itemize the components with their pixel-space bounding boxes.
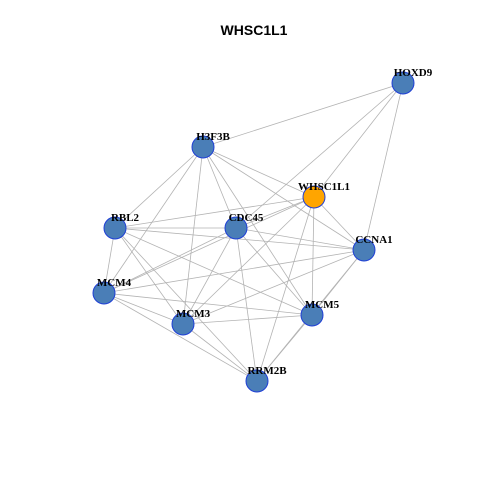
- node-label-ccna1: CCNA1: [355, 234, 392, 246]
- node-circle-rrm2b: [245, 369, 269, 393]
- edge-mcm4-rrm2b: [103, 292, 258, 382]
- node-ccna1: CCNA1: [352, 234, 393, 262]
- edge-rbl2-mcm5: [114, 227, 313, 316]
- node-circle-cdc45: [224, 216, 248, 240]
- edge-rbl2-rrm2b: [114, 227, 258, 382]
- node-rrm2b: RRM2B: [245, 365, 287, 393]
- node-circle-ccna1: [352, 238, 376, 262]
- edge-whsc1l1-mcm3: [182, 196, 315, 325]
- edge-h3f3b-whsc1l1: [202, 146, 315, 198]
- node-circle-hoxd9: [391, 71, 415, 95]
- node-label-hoxd9: HOXD9: [394, 67, 433, 79]
- edge-cdc45-rrm2b: [235, 227, 258, 382]
- edge-hoxd9-cdc45: [235, 82, 404, 229]
- edge-h3f3b-cdc45: [202, 146, 237, 229]
- edge-h3f3b-rbl2: [114, 146, 204, 229]
- diagram-title: WHSC1L1: [221, 22, 288, 38]
- node-label-mcm5: MCM5: [305, 299, 340, 311]
- node-circle-h3f3b: [191, 135, 215, 159]
- node-circle-mcm4: [92, 281, 116, 305]
- edge-cdc45-mcm4: [103, 227, 237, 294]
- edge-h3f3b-ccna1: [202, 146, 365, 251]
- edge-mcm4-mcm5: [103, 292, 313, 316]
- edge-h3f3b-mcm5: [202, 146, 313, 316]
- node-label-mcm3: MCM3: [176, 308, 211, 320]
- node-label-h3f3b: H3F3B: [196, 131, 230, 143]
- node-whsc1l1: WHSC1L1: [298, 181, 350, 209]
- node-hoxd9: HOXD9: [391, 67, 433, 95]
- edge-whsc1l1-ccna1: [313, 196, 365, 251]
- node-mcm4: MCM4: [92, 277, 132, 305]
- edge-cdc45-mcm3: [182, 227, 237, 325]
- edge-hoxd9-h3f3b: [202, 82, 404, 148]
- edge-layer: [103, 82, 404, 382]
- edge-ccna1-mcm3: [182, 249, 365, 325]
- node-mcm3: MCM3: [171, 308, 211, 336]
- edge-rbl2-ccna1: [114, 227, 365, 251]
- node-label-cdc45: CDC45: [229, 212, 264, 224]
- edge-whsc1l1-rbl2: [114, 196, 315, 229]
- node-circle-mcm5: [300, 303, 324, 327]
- node-label-mcm4: MCM4: [97, 277, 132, 289]
- edge-whsc1l1-rrm2b: [256, 196, 315, 382]
- edge-mcm3-mcm5: [182, 314, 313, 325]
- edge-mcm5-rrm2b: [256, 314, 313, 382]
- node-label-whsc1l1: WHSC1L1: [298, 181, 350, 193]
- edge-ccna1-mcm4: [103, 249, 365, 294]
- edge-h3f3b-mcm4: [103, 146, 204, 294]
- edge-rbl2-mcm3: [114, 227, 184, 325]
- node-circle-rbl2: [103, 216, 127, 240]
- edge-whsc1l1-mcm5: [311, 196, 315, 316]
- edge-hoxd9-whsc1l1: [313, 82, 404, 198]
- node-label-rbl2: RBL2: [111, 212, 140, 224]
- edge-cdc45-mcm5: [235, 227, 313, 316]
- edge-mcm3-rrm2b: [182, 323, 258, 382]
- node-circle-mcm3: [171, 312, 195, 336]
- node-rbl2: RBL2: [103, 212, 140, 240]
- edge-hoxd9-ccna1: [363, 82, 404, 251]
- node-cdc45: CDC45: [224, 212, 264, 240]
- edge-cdc45-ccna1: [235, 227, 365, 251]
- edge-whsc1l1-mcm4: [103, 196, 315, 294]
- edge-h3f3b-mcm3: [182, 146, 204, 325]
- node-h3f3b: H3F3B: [191, 131, 230, 159]
- node-mcm5: MCM5: [300, 299, 340, 327]
- node-circle-whsc1l1: [302, 185, 326, 209]
- node-label-rrm2b: RRM2B: [247, 365, 287, 377]
- edge-mcm4-mcm3: [103, 292, 184, 325]
- edge-whsc1l1-cdc45: [235, 196, 315, 229]
